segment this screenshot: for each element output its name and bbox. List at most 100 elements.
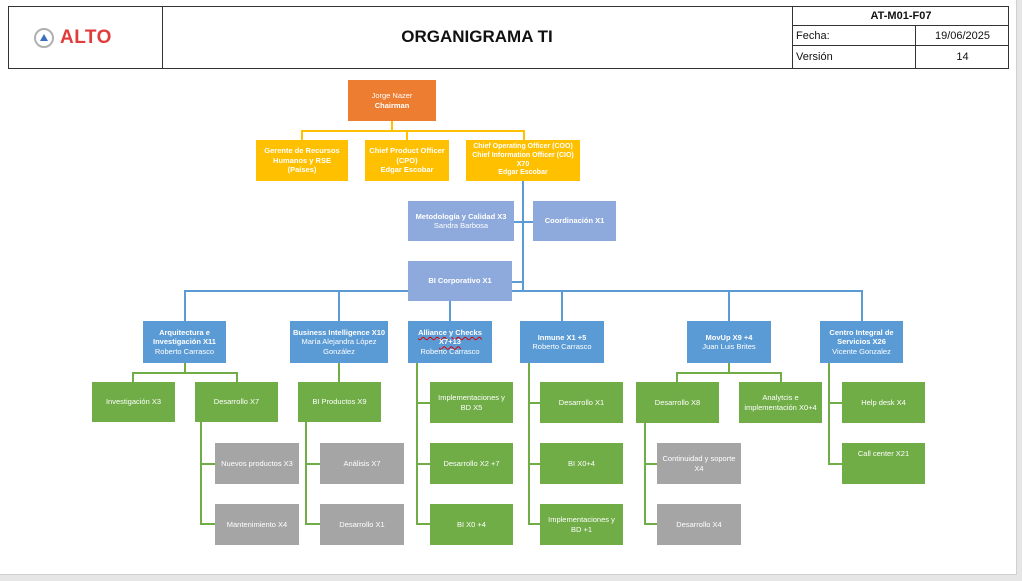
connector	[528, 402, 540, 404]
area-person: Roberto Carrasco	[420, 346, 480, 356]
subteam-label: Desarrollo X1	[339, 519, 385, 529]
connector	[184, 290, 186, 321]
page-title: ORGANIGRAMA TI	[401, 27, 553, 46]
staff-title: BI Corporativo X1	[428, 276, 492, 286]
connector	[305, 463, 320, 465]
team-label: Implementaciones y BD X5	[438, 393, 505, 412]
subteam-label: Continuidad y soporte X4	[662, 454, 736, 473]
connector	[416, 402, 430, 404]
connector	[528, 463, 540, 465]
connector	[728, 363, 730, 373]
connector	[406, 130, 408, 140]
connector	[236, 372, 238, 382]
staff-box-bi-corporativo: BI Corporativo X1	[408, 261, 512, 301]
team-label: Desarrollo X8	[654, 397, 701, 407]
connector	[853, 290, 863, 292]
team-box: Implementaciones y BD +1	[540, 504, 623, 545]
exec-title: Chief Operating Officer (COO)	[473, 143, 573, 150]
exec-box-hr: Gerente de Recursos Humanos y RSE (Paíse…	[256, 140, 348, 181]
team-label: Call center X21	[857, 449, 910, 458]
version-value: 14	[956, 51, 969, 63]
chairman-box: Jorge Nazer Chairman	[348, 80, 436, 121]
team-label: Desarrollo X7	[213, 397, 260, 407]
connector	[338, 290, 340, 321]
exec-box-coo-cio: Chief Operating Officer (COO) Chief Info…	[466, 140, 580, 181]
area-box-alliance: Alliance y Checks X7+13 Roberto Carrasco	[408, 321, 492, 363]
subteam-label: Análisis X7	[343, 458, 381, 468]
connector	[132, 372, 238, 374]
exec-person: Edgar Escobar	[380, 165, 434, 175]
connector	[184, 290, 855, 292]
area-title: Centro Integral de Servicios X26	[829, 327, 894, 347]
area-title: Arquitectura e Investigación X11	[153, 327, 216, 347]
team-label: Help desk X4	[861, 397, 906, 407]
connector	[676, 372, 782, 374]
team-box: Desarrollo X1	[540, 382, 623, 423]
connector	[828, 363, 830, 464]
area-box-movup: MovUp X9 +4 Juan Luis Brites	[687, 321, 771, 363]
connector	[305, 422, 307, 524]
team-box: Desarrollo X8	[636, 382, 719, 423]
staff-person: Sandra Barbosa	[433, 221, 489, 230]
connector	[528, 523, 540, 525]
connector	[305, 523, 320, 525]
connector	[522, 181, 524, 292]
exec-count: X70	[516, 160, 530, 168]
team-label: Analytcis e implementación X0+4	[744, 393, 817, 412]
subteam-box: Análisis X7	[320, 443, 404, 484]
connector	[828, 463, 842, 465]
header-divider	[792, 6, 793, 69]
version-label: Versión	[796, 51, 833, 63]
connector	[561, 290, 563, 321]
connector	[301, 130, 525, 132]
subteam-label: Mantenimiento X4	[226, 519, 288, 529]
team-box: BI X0+4	[540, 443, 623, 484]
connector	[338, 363, 340, 382]
connector	[416, 363, 418, 524]
connector	[644, 523, 658, 525]
doc-code: AT-M01-F07	[870, 9, 932, 22]
header-divider	[792, 45, 1009, 46]
subteam-label: Nuevos productos X3	[221, 458, 293, 468]
exec-title: Chief Product Officer (CPO)	[369, 146, 445, 165]
area-person: Juan Luis Brites	[702, 342, 756, 351]
connector	[301, 130, 303, 140]
exec-person: Edgar Escobar	[498, 169, 548, 177]
team-box: Help desk X4	[842, 382, 925, 423]
area-title: Alliance y Checks X7+13	[418, 327, 482, 347]
header-divider	[915, 25, 916, 69]
connector	[676, 372, 678, 382]
exec-title: Gerente de Recursos Humanos y RSE (Paíse…	[264, 146, 340, 175]
team-label: Investigación X3	[105, 397, 162, 407]
connector	[200, 463, 215, 465]
connector	[416, 463, 430, 465]
area-title: MovUp X9 +4	[705, 332, 753, 342]
connector	[644, 422, 646, 524]
area-person: María Alejandra López González	[301, 337, 377, 356]
connector	[200, 523, 215, 525]
subteam-box: Desarrollo X4	[657, 504, 741, 545]
connector	[861, 290, 863, 321]
area-box-bi: Business Intelligence X10 María Alejandr…	[290, 321, 388, 363]
team-box: Call center X21	[842, 443, 925, 484]
area-person: Roberto Carrasco	[532, 342, 592, 351]
company-logo: ALTO	[34, 27, 112, 49]
staff-title: Metodología y Calidad X3	[415, 211, 507, 221]
connector	[514, 221, 533, 223]
connector	[828, 402, 842, 404]
exec-box-cpo: Chief Product Officer (CPO) Edgar Escoba…	[365, 140, 449, 181]
staff-box-metodologia: Metodología y Calidad X3 Sandra Barbosa	[408, 201, 514, 241]
team-label: BI X0 +4	[457, 519, 486, 529]
subteam-label: Desarrollo X4	[676, 519, 722, 529]
team-label: Desarrollo X1	[558, 397, 605, 407]
connector	[391, 120, 393, 132]
area-box-inmune: Inmune X1 +5 Roberto Carrasco	[520, 321, 604, 363]
connector	[200, 422, 202, 524]
connector	[528, 363, 530, 524]
team-box: Investigación X3	[92, 382, 175, 422]
header-divider	[792, 25, 1009, 26]
team-label: Desarrollo X2 +7	[443, 458, 500, 468]
chairman-name: Jorge Nazer	[371, 91, 413, 101]
fecha-label: Fecha:	[796, 29, 830, 42]
